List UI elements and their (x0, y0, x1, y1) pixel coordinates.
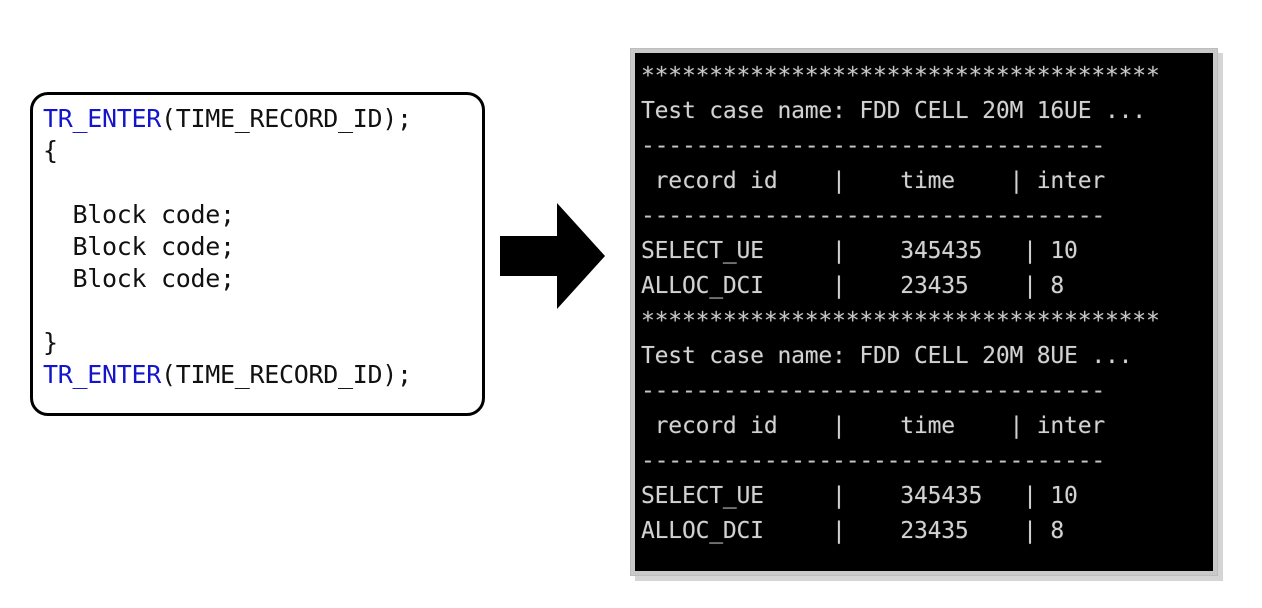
code-line-8: } (43, 327, 482, 359)
table-row: SELECT_UE | 345435 | 10 (641, 238, 1078, 264)
code-line-9: TR_ENTER(TIME_RECORD_ID); (43, 359, 482, 391)
code-line-4: Block code; (43, 199, 482, 231)
tr-enter-macro-close: TR_ENTER (43, 360, 162, 389)
close-brace: } (43, 328, 58, 357)
star-separator-1: ************************************** (641, 63, 1160, 89)
code-line-1: TR_ENTER(TIME_RECORD_ID); (43, 103, 482, 135)
block-code-2: Block code; (43, 232, 236, 261)
code-line-3-blank (43, 167, 482, 199)
block-code-3: Block code; (43, 264, 236, 293)
table-header-2: record id | time | inter (641, 413, 1106, 439)
test-case-name-1: Test case name: FDD CELL 20M 16UE ... (641, 98, 1146, 124)
dash-separator-1b: ---------------------------------- (641, 203, 1106, 229)
code-line-1-rest: (TIME_RECORD_ID); (161, 104, 412, 133)
block-code-1: Block code; (43, 200, 236, 229)
code-line-9-rest: (TIME_RECORD_ID); (161, 360, 412, 389)
arrow-right-icon (500, 203, 605, 309)
table-row: ALLOC_DCI | 23435 | 8 (641, 273, 1065, 299)
table-row: ALLOC_DCI | 23435 | 8 (641, 518, 1065, 544)
dash-separator-2a: ---------------------------------- (641, 378, 1106, 404)
open-brace: { (43, 136, 58, 165)
source-code-panel: TR_ENTER(TIME_RECORD_ID); { Block code; … (30, 92, 485, 416)
terminal-window-frame: ************************************** T… (630, 48, 1218, 576)
code-line-7-blank (43, 295, 482, 327)
terminal-screen: ************************************** T… (635, 53, 1213, 571)
dash-separator-2b: ---------------------------------- (641, 448, 1106, 474)
table-row: SELECT_UE | 345435 | 10 (641, 483, 1078, 509)
test-case-name-2: Test case name: FDD CELL 20M 8UE ... (641, 343, 1133, 369)
code-line-6: Block code; (43, 263, 482, 295)
table-header-1: record id | time | inter (641, 168, 1106, 194)
star-separator-2: ************************************** (641, 308, 1160, 334)
tr-enter-macro-open: TR_ENTER (43, 104, 162, 133)
flow-arrow-container (500, 203, 612, 311)
dash-separator-1a: ---------------------------------- (641, 133, 1106, 159)
code-line-5: Block code; (43, 231, 482, 263)
code-line-2: { (43, 135, 482, 167)
